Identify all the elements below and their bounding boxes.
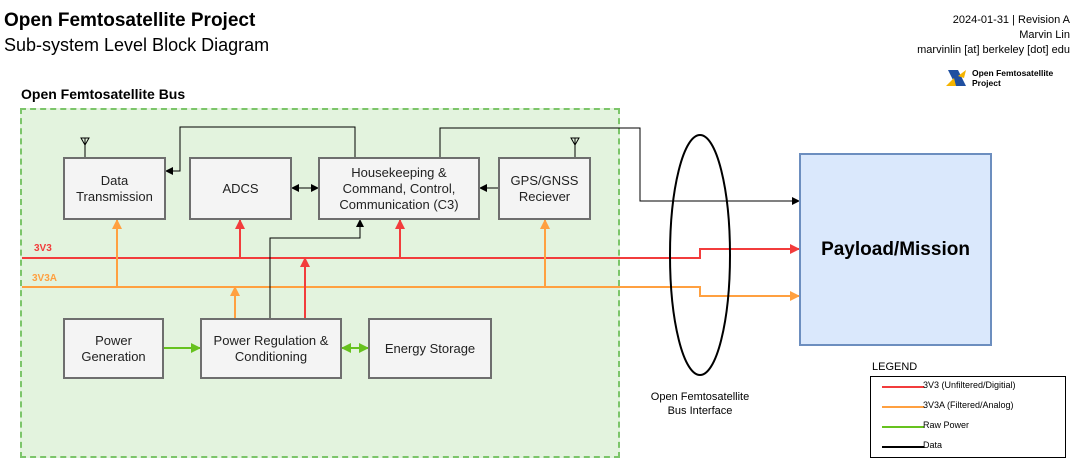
block-data-transmission: Data Transmission <box>63 157 166 220</box>
antenna-icon <box>570 137 580 157</box>
antenna-icon <box>80 137 90 157</box>
data-reg-to-c3 <box>269 219 364 318</box>
data-c3-to-datatx <box>165 126 356 175</box>
legend-title: LEGEND <box>872 361 918 373</box>
bus-interface-label: Open Femtosatellite Bus Interface <box>650 391 750 417</box>
legend-item: Raw Power <box>871 417 1067 437</box>
author: Marvin Lin <box>1019 29 1070 41</box>
legend-swatch <box>882 406 924 408</box>
rail-3v3-line <box>22 244 800 259</box>
legend-item: Data <box>871 437 1067 457</box>
legend-swatch <box>882 446 924 448</box>
block-c3: Housekeeping & Command, Control, Communi… <box>318 157 480 220</box>
email: marvinlin [at] berkeley [dot] edu <box>917 44 1070 56</box>
block-adcs: ADCS <box>189 157 292 220</box>
bus-interface-ellipse <box>669 134 731 376</box>
rail-3v3a-label: 3V3A <box>32 273 58 284</box>
payload-block: Payload/Mission <box>799 153 992 346</box>
block-power-regulation: Power Regulation & Conditioning <box>200 318 342 379</box>
block-energy-storage: Energy Storage <box>368 318 492 379</box>
legend: 3V3 (Unfiltered/Digitial) 3V3A (Filtered… <box>870 376 1066 458</box>
rail-3v3-label: 3V3 <box>34 243 52 254</box>
data-c3-to-payload <box>439 127 800 205</box>
legend-swatch <box>882 426 924 428</box>
legend-item: 3V3A (Filtered/Analog) <box>871 397 1067 417</box>
page-subtitle: Sub-system Level Block Diagram <box>4 35 270 55</box>
femtosat-logo-icon <box>946 70 966 86</box>
rail-3v3a-line <box>22 286 800 301</box>
logo-text: Open Femtosatellite Project <box>972 68 1054 88</box>
legend-swatch <box>882 386 924 388</box>
page-title: Open Femtosatellite Project <box>4 10 256 31</box>
legend-item: 3V3 (Unfiltered/Digitial) <box>871 377 1067 397</box>
block-power-generation: Power Generation <box>63 318 164 379</box>
bus-title: Open Femtosatellite Bus <box>21 86 186 102</box>
document-meta: 2024-01-31 | Revision A Marvin Lin marvi… <box>917 13 1070 58</box>
block-gps: GPS/GNSS Reciever <box>498 157 591 220</box>
date-revision: 2024-01-31 | Revision A <box>952 14 1070 26</box>
